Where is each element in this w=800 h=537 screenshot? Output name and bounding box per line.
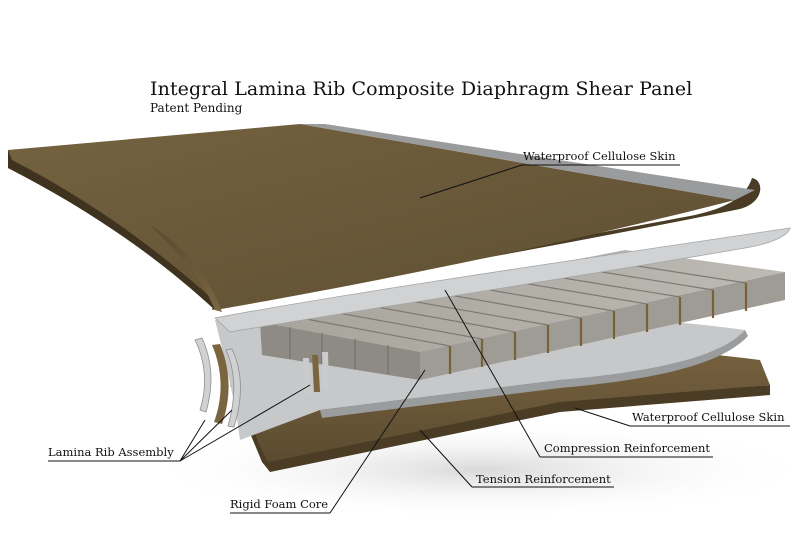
label-waterproof-cellulose-skin-bottom: Waterproof Cellulose Skin [632, 410, 784, 424]
label-compression-reinforcement: Compression Reinforcement [544, 441, 710, 455]
label-tension-reinforcement: Tension Reinforcement [476, 472, 611, 486]
diagram-title: Integral Lamina Rib Composite Diaphragm … [150, 78, 692, 100]
diagram-subtitle: Patent Pending [150, 101, 242, 115]
label-lamina-rib-assembly: Lamina Rib Assembly [48, 445, 174, 459]
label-rigid-foam-core: Rigid Foam Core [230, 497, 328, 511]
label-waterproof-cellulose-skin-top: Waterproof Cellulose Skin [523, 149, 675, 163]
